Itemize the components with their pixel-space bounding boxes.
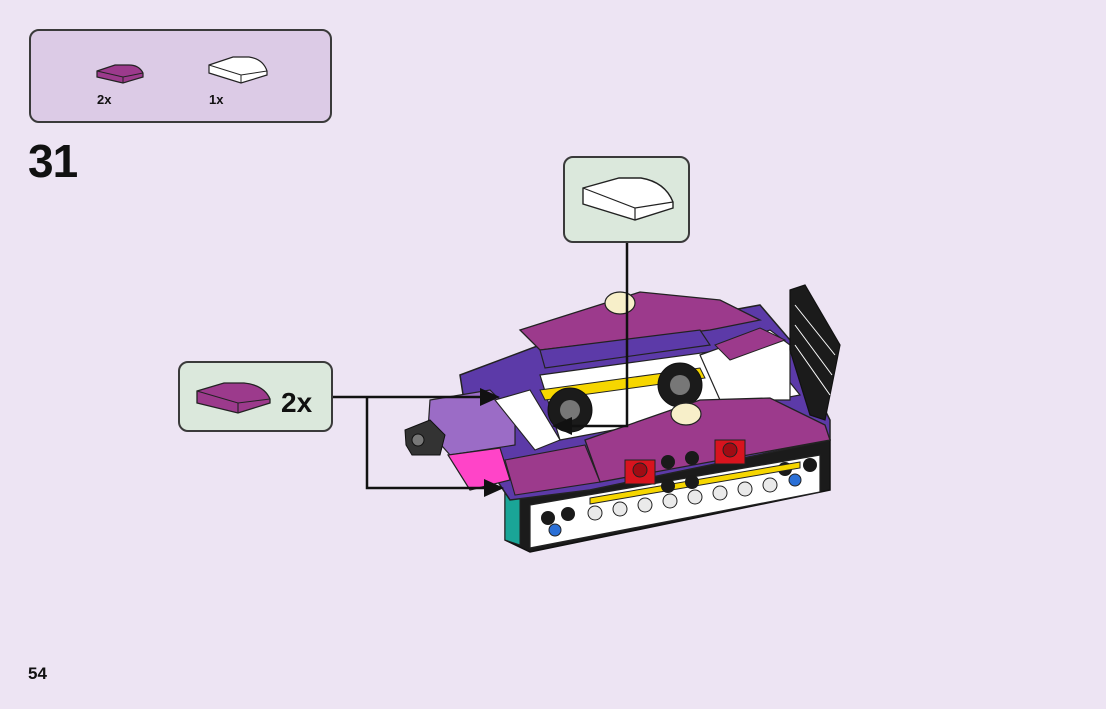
parts-list-qty-white: 1x [209,92,224,107]
parts-list-item-purple [95,61,145,87]
white-curved-slope-brick-icon [208,56,268,84]
callout-purple-qty: 2x [281,387,313,418]
callout-purple-piece: 2x [178,361,333,432]
parts-list-item-white [207,53,269,87]
parts-list-qty-purple: 2x [97,92,112,107]
step-number: 31 [28,135,78,187]
parts-list-box: 2x 1x [29,29,332,123]
purple-curved-slope-brick-icon [96,64,144,84]
white-curved-slope-brick-icon [582,177,674,221]
page-number: 54 [28,664,47,683]
callout-white-piece [563,156,690,243]
purple-curved-slope-brick-icon [196,382,271,414]
